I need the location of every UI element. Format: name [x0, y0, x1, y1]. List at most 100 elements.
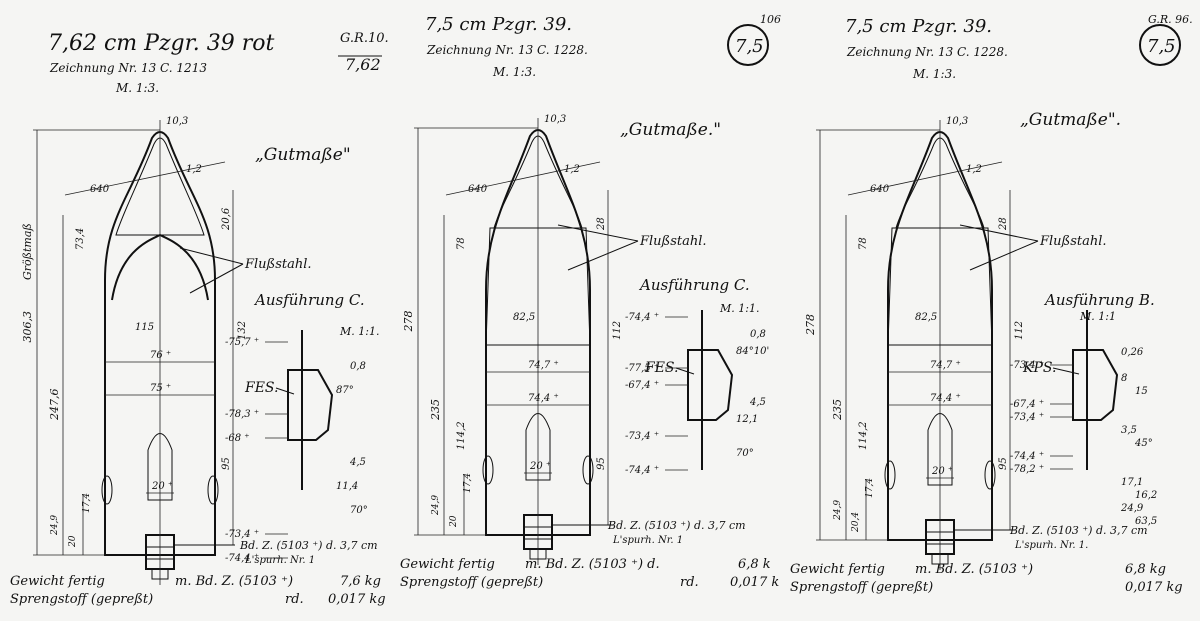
- drawing-number: Zeichnung Nr. 13 C. 1213: [49, 61, 207, 75]
- dim-length-core: 112: [1014, 321, 1025, 340]
- dim-base-offset: 20: [449, 515, 459, 528]
- explosive-cavity: [525, 413, 551, 481]
- dim-wall: 1,2: [564, 164, 580, 175]
- detail-dim-5: -67,4 ⁺: [1010, 399, 1044, 410]
- dim-overall-label: Größtmaß: [21, 223, 34, 280]
- dim-length-body: 235: [831, 399, 844, 421]
- charge-value: 0,017 kg: [1125, 580, 1183, 595]
- weight-note: m. Bd. Z. (5103 ⁺) d.: [525, 557, 660, 572]
- dim-diameter-cavity: 20 ⁺: [529, 461, 551, 472]
- weight-value: 6,8 kg: [1125, 562, 1166, 577]
- detail-dim-10: -78,2 ⁺: [1010, 464, 1044, 475]
- dim-radius: 640: [870, 184, 890, 195]
- caliber-label: 7,62: [345, 55, 381, 74]
- dim-length-cavity: 95: [998, 457, 1009, 470]
- windshield-cap: [493, 135, 583, 229]
- fuze-label: Bd. Z. (5103 ⁺) d. 3,7 cm: [239, 539, 378, 552]
- driving-band-left: [482, 455, 494, 485]
- detail-scale: M. 1:1.: [719, 302, 759, 315]
- detail-dim-1: -75,7 ⁺: [225, 337, 259, 348]
- band-material-label: FES.: [644, 360, 678, 376]
- charge-note: rd.: [285, 592, 304, 607]
- charge-note: rd.: [680, 575, 699, 590]
- dim-radius: 640: [468, 184, 488, 195]
- tracer-label: L'spurh. Nr. 1: [244, 555, 315, 566]
- charge-value: 0,017 k: [730, 575, 779, 590]
- drawing-scale: M. 1:3.: [912, 67, 956, 81]
- drawing-scale: M. 1:3.: [492, 65, 536, 79]
- dim-base-offset: 20,4: [851, 512, 861, 533]
- driving-band-left: [101, 475, 113, 505]
- dim-diameter-cavity: 20 ⁺: [151, 481, 173, 492]
- detail-dim-3: 84°10': [736, 346, 769, 357]
- material-label: Flußstahl.: [639, 234, 707, 249]
- detail-dim-4: -77,5 ⁺: [625, 363, 659, 374]
- detail-dim-4: -78,3 ⁺: [225, 409, 259, 420]
- detail-dim-13: 24,9: [1120, 503, 1144, 514]
- projectile-body: [104, 131, 216, 556]
- dim-band-height: 17,4: [82, 493, 92, 513]
- driving-band-right: [207, 475, 219, 505]
- dim-length-body: 247,6: [48, 389, 61, 422]
- detail-dim-10: -74,4 ⁺: [625, 465, 659, 476]
- detail-dim-7: 12,1: [736, 414, 758, 425]
- weight-value: 6,8 k: [738, 557, 771, 572]
- charge-label: Sprengstoff (gepreßt): [400, 575, 543, 590]
- detail-dim-14: 63,5: [1135, 516, 1157, 527]
- detail-driving-band: [687, 349, 734, 421]
- dim-diameter-2: 74,4 ⁺: [528, 393, 559, 404]
- detail-dim-6: 4,5: [349, 457, 366, 468]
- dim-length-cap: 28: [998, 217, 1009, 231]
- detail-dim-11: 17,1: [1121, 477, 1143, 488]
- dim-length-ogive: 78: [456, 237, 467, 250]
- detail-dim-5: -67,4 ⁺: [625, 380, 659, 391]
- material-label: Flußstahl.: [244, 257, 312, 272]
- windshield-cap: [895, 137, 985, 229]
- dim-tip: 10,3: [946, 116, 968, 127]
- detail-dim-7: 11,4: [336, 481, 358, 492]
- dim-length-cap: 28: [596, 217, 607, 231]
- weight-note: m. Bd. Z. (5103 ⁺): [915, 562, 1033, 577]
- tracer-label: L'spurh. Nr. 1: [612, 535, 683, 546]
- detail-dim-6: -73,4 ⁺: [1010, 412, 1044, 423]
- fuze-label: Bd. Z. (5103 ⁺) d. 3,7 cm: [1009, 524, 1148, 537]
- dim-diameter-2: 74,4 ⁺: [930, 393, 961, 404]
- reference-code: 106: [760, 13, 781, 26]
- detail-dim-3: 87°: [336, 385, 354, 396]
- detail-dim-8: 70°: [350, 505, 368, 516]
- quality-note: „Gutmaße".: [1020, 110, 1121, 130]
- material-label: Flußstahl.: [1039, 234, 1107, 249]
- dim-diameter-cavity: 20 ⁺: [931, 466, 953, 477]
- fuze-label: Bd. Z. (5103 ⁺) d. 3,7 cm: [607, 519, 746, 532]
- weight-label: Gewicht fertig: [10, 574, 105, 589]
- reference-code: G.R.10.: [340, 31, 389, 46]
- drawing-title: 7,62 cm Pzgr. 39 rot: [48, 31, 274, 56]
- detail-dim-7: 3,5: [1121, 425, 1137, 436]
- charge-label: Sprengstoff (gepreßt): [790, 580, 933, 595]
- detail-dim-2: 0,8: [750, 329, 766, 340]
- detail-dim-12: 16,2: [1135, 490, 1157, 501]
- dim-wall: 1,2: [966, 164, 982, 175]
- dim-length-ogive: 78: [858, 237, 869, 250]
- quality-note: „Gutmaße.": [620, 120, 721, 140]
- variant-label: Ausführung C.: [253, 291, 365, 309]
- dim-tip: 10,3: [166, 116, 188, 127]
- quality-note: „Gutmaße": [255, 145, 351, 165]
- drawing-number: Zeichnung Nr. 13 C. 1228.: [426, 43, 588, 57]
- weight-label: Gewicht fertig: [400, 557, 495, 572]
- detail-dim-10: -74,4 ⁺: [225, 553, 259, 564]
- driving-band-right: [984, 460, 996, 490]
- charge-value: 0,017 kg: [328, 592, 386, 607]
- driving-band-left: [884, 460, 896, 490]
- armor-piercing-cap: [887, 227, 993, 346]
- variant-label: Ausführung B.: [1043, 291, 1155, 309]
- explosive-cavity: [147, 433, 173, 501]
- dim-base-height: 24,9: [50, 515, 60, 536]
- dim-diameter-2: 75 ⁺: [150, 383, 171, 394]
- weight-value: 7,6 kg: [340, 574, 381, 589]
- dim-length-core: 132: [237, 321, 248, 340]
- dim-length-ogive: 73,4: [75, 228, 86, 250]
- dim-length-cavity: 95: [596, 457, 607, 470]
